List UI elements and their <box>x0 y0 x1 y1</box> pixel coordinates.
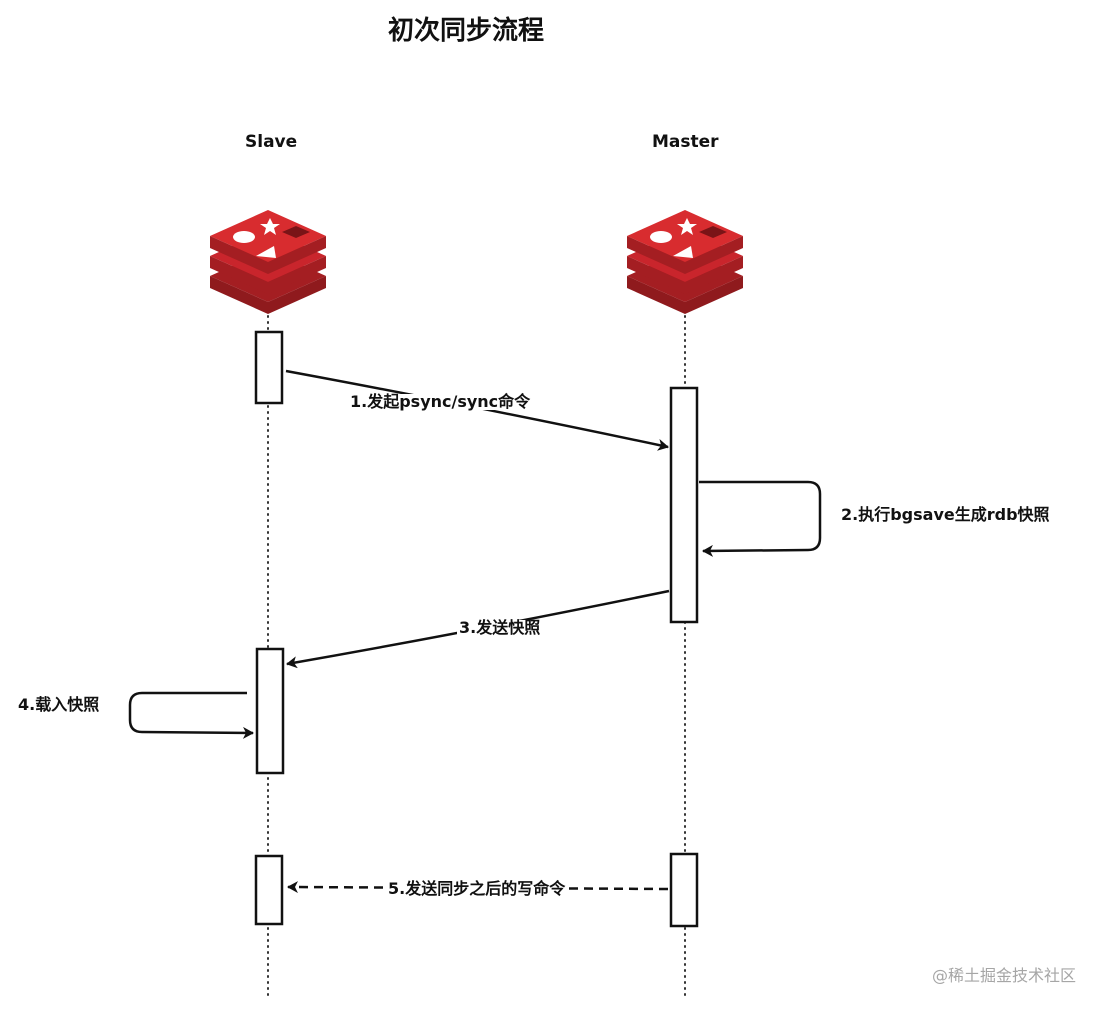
actor-slave-label: Slave <box>245 132 298 152</box>
message-1-label: 1.发起psync/sync命令 <box>348 392 533 411</box>
master-redis-logo-icon <box>627 210 743 314</box>
watermark-text: @稀土掘金技术社区 <box>931 966 1076 985</box>
slave-redis-logo-icon <box>210 210 326 314</box>
message-5-label: 5.发送同步之后的写命令 <box>386 879 568 898</box>
slave-activation-2 <box>255 647 285 775</box>
master-activation-1 <box>669 386 699 624</box>
actor-master-label: Master <box>652 132 719 152</box>
message-2-label: 2.执行bgsave生成rdb快照 <box>841 505 1050 524</box>
arrow-write-commands <box>287 881 669 894</box>
master-activation-2 <box>669 852 699 928</box>
diagram-title: 初次同步流程 <box>388 16 545 46</box>
message-3-label: 3.发送快照 <box>457 618 543 637</box>
message-4-label: 4.载入快照 <box>18 695 100 714</box>
slave-activation-3 <box>254 854 284 926</box>
arrow-load-snapshot-loop <box>128 691 254 739</box>
slave-activation-1 <box>254 330 284 405</box>
arrow-bgsave-loop <box>699 480 822 557</box>
